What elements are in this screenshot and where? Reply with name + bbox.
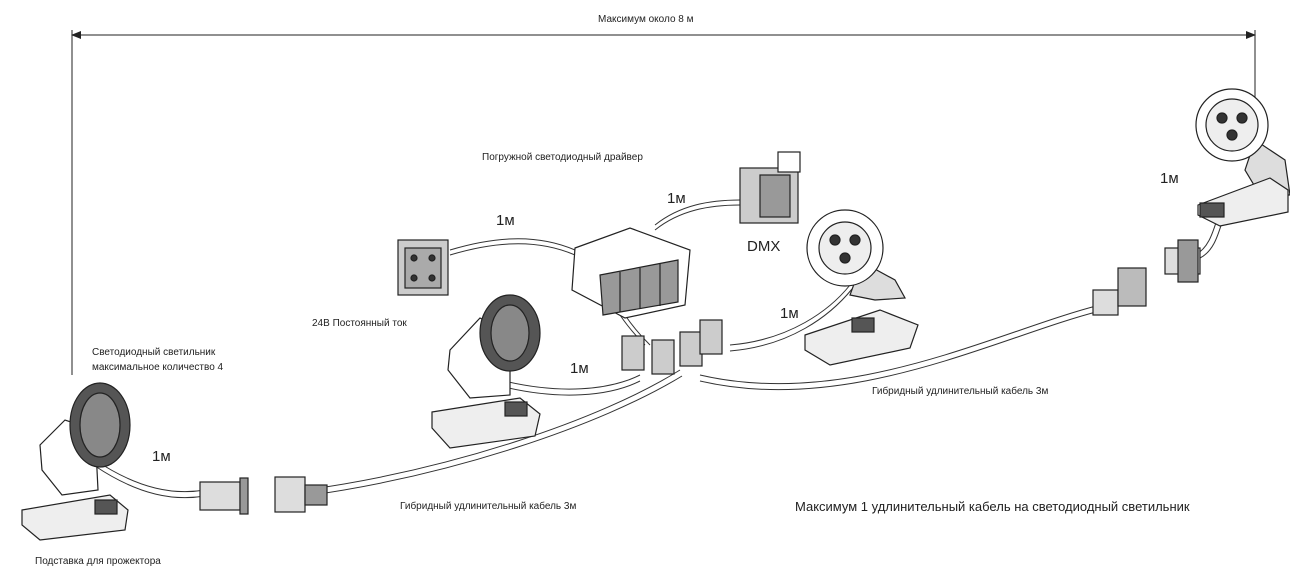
plug-connector-right <box>1092 267 1147 316</box>
extension-limit-note: Максимум 1 удлинительный кабель на свето… <box>795 499 1190 514</box>
cables <box>94 199 1231 499</box>
cable-length-left: 1м <box>152 448 171 465</box>
projector-stand-dmx <box>804 309 919 366</box>
power-supply-24v <box>397 239 449 296</box>
hybrid-extension-label-left: Гибридный удлинительный кабель 3м <box>400 501 577 512</box>
led-fixture-left <box>39 382 131 496</box>
projector-stand-middle <box>431 397 541 449</box>
led-fixture-middle <box>447 294 541 399</box>
stand-label: Подставка для прожектора <box>35 556 161 567</box>
fixture-label: Светодиодный светильник <box>92 347 216 358</box>
dimension-line <box>71 30 1256 375</box>
max-length-label: Максимум около 8 м <box>598 14 694 25</box>
led-fixture-dmx <box>806 209 906 301</box>
cable-length-middle: 1м <box>570 360 589 377</box>
led-driver <box>571 227 691 319</box>
plug-connector-left <box>199 477 249 515</box>
cable-length-power: 1м <box>496 212 515 229</box>
fixture-max-label: максимальное количество 4 <box>92 362 224 373</box>
splitter-connectors <box>621 319 723 375</box>
projector-stand-top-right <box>1197 177 1289 227</box>
cable-length-dmx: 1м <box>667 190 686 207</box>
power-supply-label: 24В Постоянный ток <box>312 318 407 329</box>
driver-label: Погружной светодиодный драйвер <box>482 152 643 163</box>
socket-connector-right <box>1164 239 1201 283</box>
projector-stand-left <box>21 494 129 541</box>
socket-connector-left <box>274 476 328 513</box>
cable-length-dmx-fixture: 1м <box>780 305 799 322</box>
led-fixture-top-right <box>1195 88 1290 196</box>
cable-length-top-right: 1м <box>1160 170 1179 187</box>
dmx-module <box>739 151 801 224</box>
hybrid-extension-label-right: Гибридный удлинительный кабель 3м <box>872 386 1049 397</box>
dmx-label: DMX <box>747 238 781 255</box>
